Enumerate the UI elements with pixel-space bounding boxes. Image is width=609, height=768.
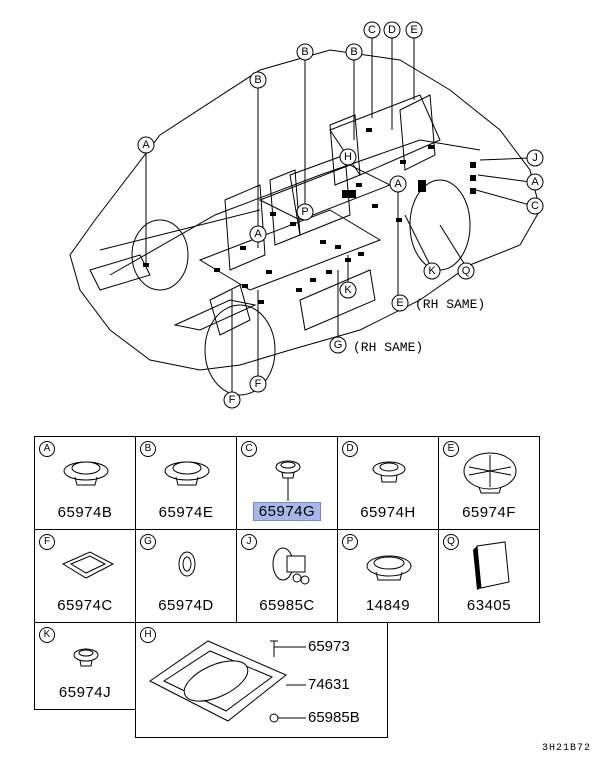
svg-text:A: A bbox=[394, 178, 402, 190]
svg-text:B: B bbox=[254, 74, 261, 86]
pad-icon bbox=[473, 541, 510, 590]
part-number[interactable]: 14849 bbox=[365, 597, 411, 614]
part-number-highlighted[interactable]: 65974G bbox=[253, 502, 321, 521]
callout-e-bottom: E bbox=[391, 294, 409, 312]
part-cell-b: B 65974E bbox=[135, 436, 237, 530]
part-number[interactable]: 65985C bbox=[259, 597, 315, 614]
part-tag: E bbox=[443, 441, 459, 457]
part-tag: H bbox=[140, 627, 156, 643]
part-tag: B bbox=[140, 441, 156, 457]
svg-text:A: A bbox=[142, 139, 150, 151]
h-part-clip[interactable]: 65985B bbox=[308, 709, 360, 726]
callout-c-top: C bbox=[363, 21, 381, 39]
svg-text:D: D bbox=[388, 24, 396, 36]
callout-e-top: E bbox=[405, 21, 423, 39]
part-cell-f: F 65974C bbox=[34, 529, 136, 623]
grommet-icon bbox=[275, 460, 301, 501]
rh-same-note-g: (RH SAME) bbox=[353, 340, 423, 355]
h-part-screw[interactable]: 65973 bbox=[308, 638, 350, 655]
wire-grommet-icon bbox=[272, 547, 310, 585]
callout-c-right: C bbox=[526, 197, 544, 215]
part-tag: P bbox=[342, 534, 358, 550]
callout-b-right: B bbox=[345, 43, 363, 61]
part-tag: A bbox=[39, 441, 55, 457]
svg-text:A: A bbox=[254, 228, 262, 240]
callout-b-mid: B bbox=[296, 43, 314, 61]
callout-a-rear: A bbox=[389, 175, 407, 193]
part-tag: G bbox=[140, 534, 156, 550]
callout-q: Q bbox=[457, 262, 475, 280]
svg-text:E: E bbox=[410, 24, 417, 36]
part-tag: Q bbox=[443, 534, 459, 550]
part-number[interactable]: 65974H bbox=[360, 504, 416, 521]
part-tag: C bbox=[241, 441, 257, 457]
callout-a-front: A bbox=[137, 136, 155, 154]
part-cell-d: D 65974H bbox=[337, 436, 439, 530]
grommet-icon bbox=[366, 555, 412, 581]
part-number[interactable]: 65974B bbox=[57, 504, 113, 521]
grommet-icon bbox=[73, 648, 99, 667]
svg-text:G: G bbox=[334, 339, 343, 351]
svg-text:F: F bbox=[229, 394, 236, 406]
service-hole-cover-icon bbox=[149, 640, 306, 723]
part-cell-h: H 65973 74631 65985B bbox=[135, 622, 388, 738]
svg-text:Q: Q bbox=[462, 265, 471, 277]
grommet-icon bbox=[63, 461, 109, 486]
part-cell-e: E 65974F bbox=[438, 436, 540, 530]
square-seal-icon bbox=[61, 551, 115, 579]
callout-g: G bbox=[329, 336, 347, 354]
part-cell-q: Q 63405 bbox=[438, 529, 540, 623]
part-cell-g: G 65974D bbox=[135, 529, 237, 623]
diagram-code: 3H21B72 bbox=[541, 743, 591, 754]
svg-text:K: K bbox=[344, 284, 352, 296]
callout-a-right: A bbox=[526, 173, 544, 191]
svg-text:B: B bbox=[301, 46, 308, 58]
callout-f-left: F bbox=[223, 391, 241, 409]
part-cell-a: A 65974B bbox=[34, 436, 136, 530]
svg-text:E: E bbox=[396, 297, 403, 309]
oval-plug-icon bbox=[178, 551, 196, 577]
part-number[interactable]: 65974D bbox=[158, 597, 214, 614]
callout-f-right: F bbox=[249, 375, 267, 393]
callout-d-top: D bbox=[383, 21, 401, 39]
svg-text:B: B bbox=[350, 46, 357, 58]
rh-same-note-e: (RH SAME) bbox=[415, 297, 485, 312]
part-tag: F bbox=[39, 534, 55, 550]
part-cell-k: K 65974J bbox=[34, 622, 136, 710]
part-number[interactable]: 65974C bbox=[57, 597, 113, 614]
part-number[interactable]: 65974F bbox=[462, 504, 516, 521]
part-number[interactable]: 65974J bbox=[58, 684, 112, 701]
svg-text:P: P bbox=[301, 206, 308, 218]
callout-k-center: K bbox=[339, 281, 357, 299]
callout-a-center: A bbox=[249, 225, 267, 243]
part-cell-c: C 65974G bbox=[236, 436, 338, 530]
part-number[interactable]: 65974E bbox=[158, 504, 214, 521]
large-grommet-icon bbox=[463, 452, 517, 494]
svg-text:F: F bbox=[255, 378, 262, 390]
part-tag: D bbox=[342, 441, 358, 457]
h-part-cover[interactable]: 74631 bbox=[308, 676, 350, 693]
part-tag: K bbox=[39, 627, 55, 643]
part-cell-j: J 65985C bbox=[236, 529, 338, 623]
svg-text:K: K bbox=[428, 265, 436, 277]
callout-b-left: B bbox=[249, 71, 267, 89]
svg-text:C: C bbox=[368, 24, 376, 36]
callout-j: J bbox=[526, 149, 544, 167]
callout-p: P bbox=[296, 203, 314, 221]
svg-text:H: H bbox=[344, 151, 352, 163]
underbody-plug-location-diagram: A B B B C D E H P A A J A C K Q K E G F … bbox=[69, 21, 544, 409]
callout-k-right: K bbox=[423, 262, 441, 280]
grommet-icon bbox=[164, 461, 210, 486]
svg-text:C: C bbox=[531, 200, 539, 212]
svg-text:J: J bbox=[532, 152, 538, 164]
front-wheel bbox=[204, 304, 276, 396]
svg-text:A: A bbox=[531, 176, 539, 188]
part-tag: J bbox=[241, 534, 257, 550]
grommet-icon bbox=[372, 461, 406, 483]
part-cell-p: P 14849 bbox=[337, 529, 439, 623]
part-number[interactable]: 63405 bbox=[466, 597, 512, 614]
callout-h: H bbox=[339, 148, 357, 166]
